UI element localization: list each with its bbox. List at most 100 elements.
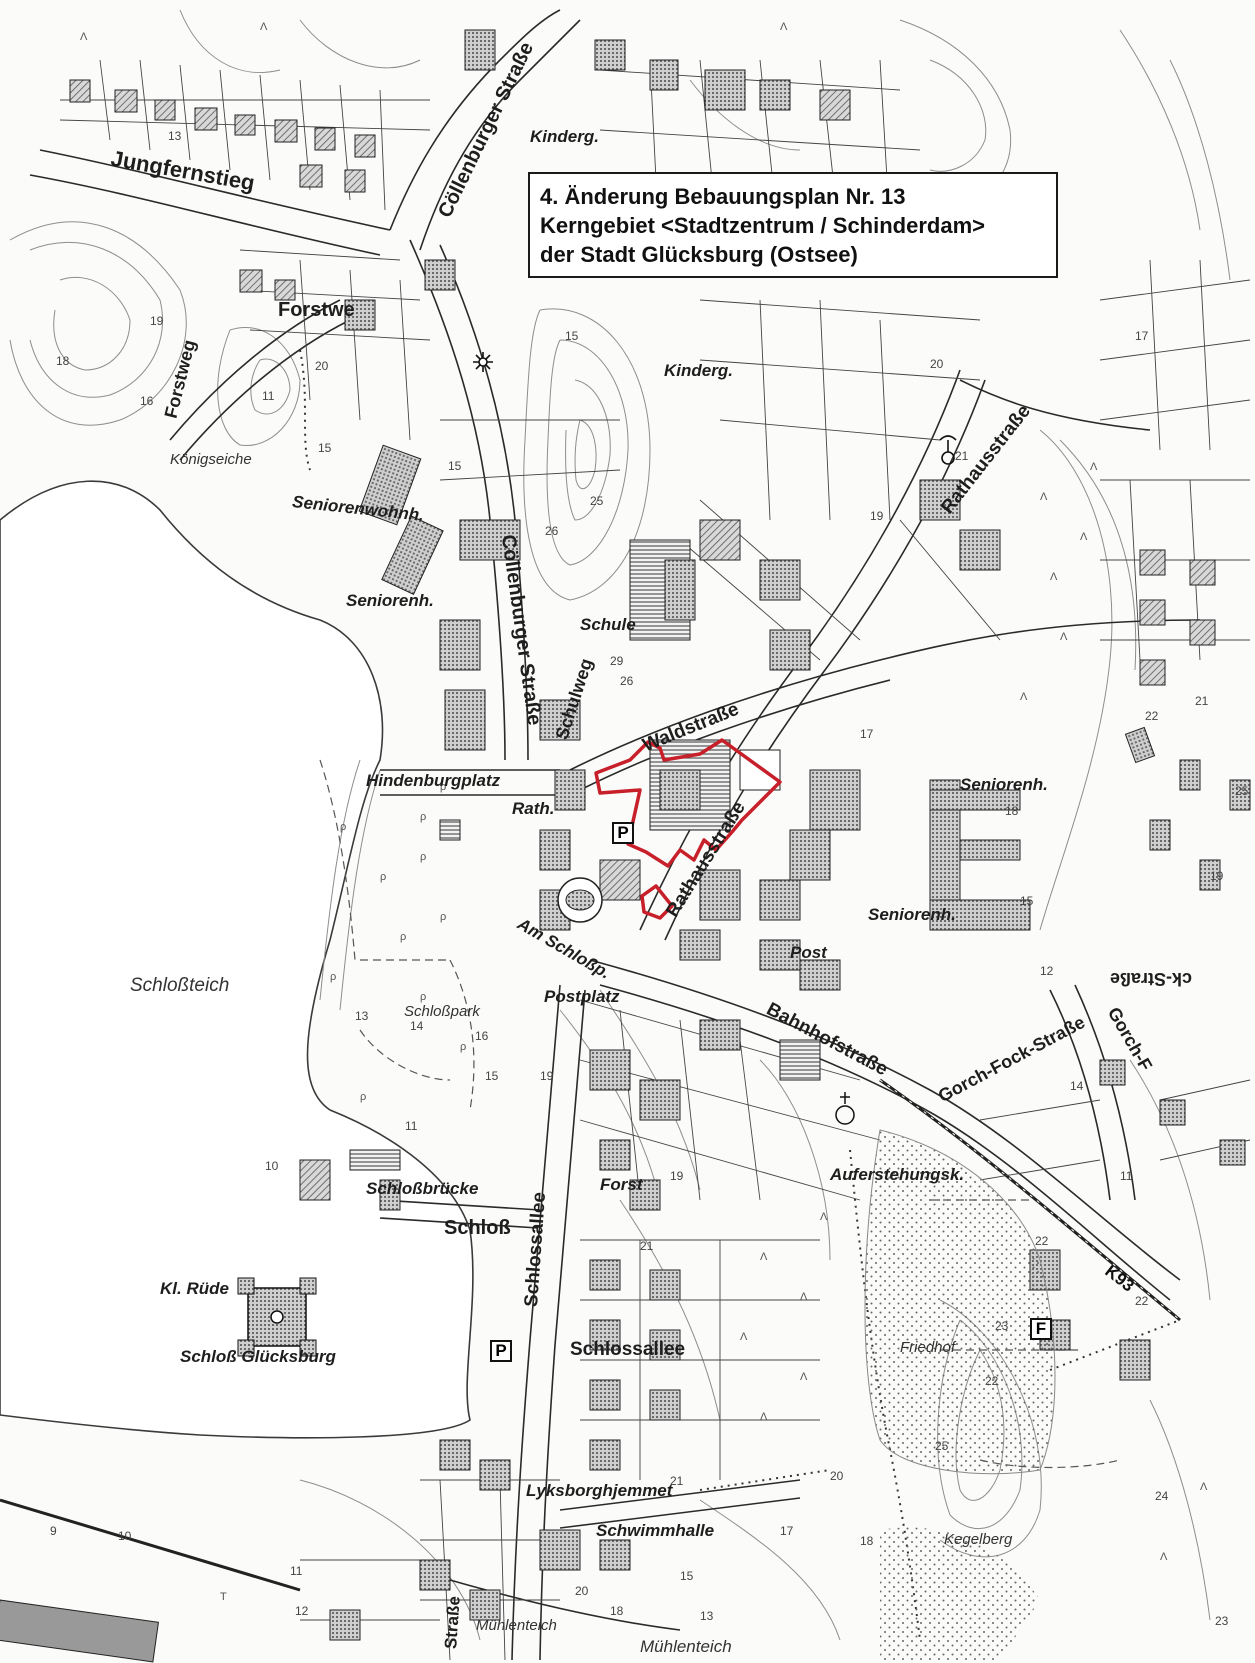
svg-text:24: 24 [1155,1489,1169,1503]
plan-boundary [594,738,782,920]
svg-text:22: 22 [1035,1234,1049,1248]
parcel-lines [59,59,1251,1661]
label-friedhof: Friedhof [900,1339,956,1356]
svg-text:23: 23 [995,1319,1009,1333]
svg-text:ρ: ρ [420,991,426,1003]
label-auferstehungsk: Auferstehungsk. [830,1165,965,1184]
svg-text:Λ: Λ [800,1371,808,1383]
svg-text:16: 16 [140,394,154,408]
label-schlossteich: Schloßteich [130,975,230,996]
castle-icon [237,1277,317,1357]
svg-text:15: 15 [485,1069,499,1083]
svg-text:25: 25 [935,1439,949,1453]
svg-text:10: 10 [265,1159,279,1173]
label-seniorenh-south: Seniorenh. [868,905,956,924]
svg-text:ρ: ρ [460,1041,466,1053]
svg-text:19: 19 [870,509,884,523]
svg-text:29: 29 [610,654,624,668]
svg-text:20: 20 [315,359,329,373]
buildings [69,29,1251,1641]
dotted-area-south [880,1527,1040,1660]
friedhof-area [864,1129,1056,1475]
svg-text:11: 11 [262,389,275,403]
svg-text:Λ: Λ [1050,571,1058,583]
svg-text:21: 21 [640,1239,654,1253]
svg-text:26: 26 [620,674,634,688]
svg-text:21: 21 [1195,694,1209,708]
svg-text:ρ: ρ [340,821,346,833]
label-strasse-bottom: Straße [441,1595,464,1650]
svg-text:20: 20 [930,357,944,371]
svg-text:T: T [220,1591,227,1603]
svg-text:10: 10 [118,1529,132,1543]
schlossteich-lake [0,480,474,1439]
svg-text:19: 19 [1210,869,1224,883]
svg-text:Λ: Λ [760,1411,768,1423]
svg-text:15: 15 [565,329,579,343]
label-kinderg-north: Kinderg. [530,127,599,146]
sun-monument-icon [473,352,493,372]
svg-text:12: 12 [295,1604,309,1618]
svg-text:11: 11 [405,1119,418,1133]
svg-text:17: 17 [1135,329,1149,343]
label-schule: Schule [580,615,636,634]
svg-text:Λ: Λ [1040,491,1048,503]
svg-text:Λ: Λ [1090,461,1098,473]
label-muehlenteich-1: Mühlenteich [476,1617,557,1634]
svg-text:18: 18 [860,1534,874,1548]
svg-text:Λ: Λ [800,1291,808,1303]
label-seniorenh-west: Seniorenh. [346,591,434,610]
label-koenigseiche: Königseiche [170,451,252,468]
svg-text:13: 13 [355,1009,369,1023]
elevation-labels: 13 11 16 18 20 15 19 15 26 25 29 26 15 1… [50,129,1249,1628]
svg-text:Λ: Λ [740,1331,748,1343]
fire-station-symbol: F [1030,1318,1052,1340]
svg-text:16: 16 [475,1029,489,1043]
svg-text:20: 20 [575,1584,589,1598]
svg-text:18: 18 [56,354,70,368]
svg-text:17: 17 [780,1524,794,1538]
svg-text:19: 19 [540,1069,554,1083]
svg-text:17: 17 [860,727,874,741]
svg-text:19: 19 [150,314,164,328]
svg-text:Λ: Λ [1200,1481,1208,1493]
label-seniorenh-east: Seniorenh. [960,775,1048,794]
svg-text:Λ: Λ [820,1211,828,1223]
title-line-2: Kerngebiet <Stadtzentrum / Schinderdam> [540,213,985,238]
label-schloss: Schloß [444,1217,511,1239]
parking-symbol-north: P [612,822,634,844]
svg-text:18: 18 [610,1604,624,1618]
svg-text:18: 18 [1005,804,1019,818]
svg-text:19: 19 [670,1169,684,1183]
svg-text:22: 22 [1145,709,1159,723]
svg-text:13: 13 [168,129,182,143]
svg-text:ρ: ρ [400,931,406,943]
label-schlossbruecke: Schloßbrücke [366,1179,479,1198]
svg-text:ρ: ρ [420,811,426,823]
dotted-paths [299,349,1181,1641]
railway-bottom-left [0,1599,160,1663]
railway [0,1078,1181,1592]
label-schwimmhalle: Schwimmhalle [596,1521,715,1540]
svg-text:11: 11 [1120,1169,1133,1183]
svg-text:14: 14 [1070,1079,1084,1093]
label-rath: Rath. [512,799,555,818]
label-gorch-fock-3: ck-Straße [1110,969,1193,989]
svg-text:ρ: ρ [360,1091,366,1103]
parking-symbol-south: P [490,1340,512,1362]
svg-text:22: 22 [985,1374,999,1388]
svg-text:ρ: ρ [440,911,446,923]
svg-text:ρ: ρ [440,781,446,793]
svg-text:23: 23 [1215,1614,1229,1628]
svg-text:21: 21 [670,1474,684,1488]
svg-text:15: 15 [318,441,332,455]
svg-text:Λ: Λ [1080,531,1088,543]
svg-text:15: 15 [448,459,462,473]
svg-text:Λ: Λ [1020,691,1028,703]
label-muehlenteich-2: Mühlenteich [640,1637,732,1656]
label-kinderg-mid: Kinderg. [664,361,733,380]
svg-text:15: 15 [1020,894,1034,908]
label-forst: Forst [600,1175,643,1194]
